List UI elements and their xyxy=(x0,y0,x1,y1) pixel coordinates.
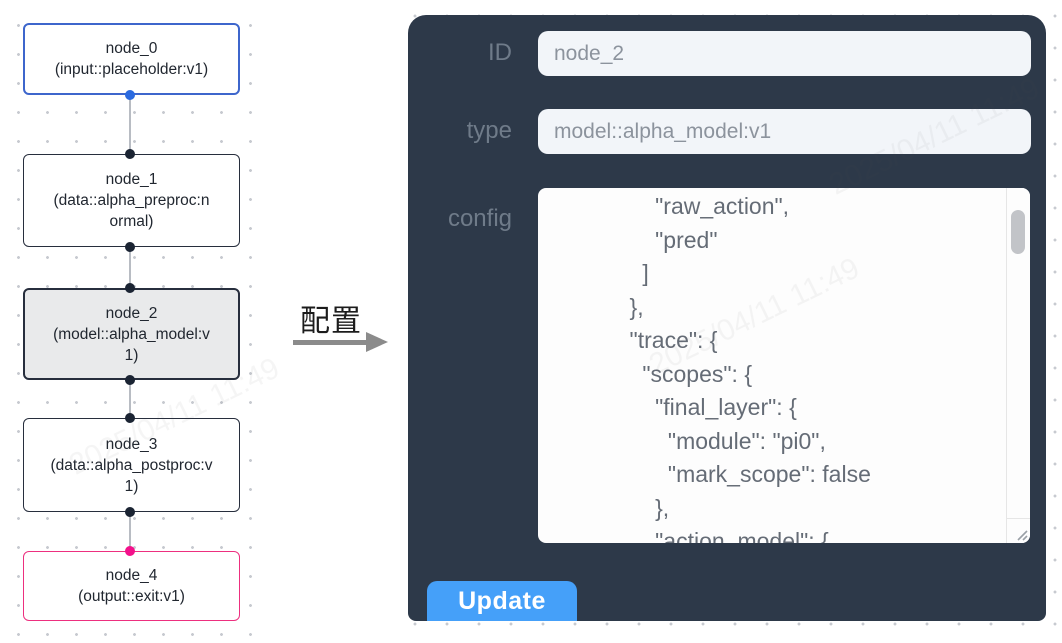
type-input[interactable] xyxy=(538,109,1031,154)
handle-node2-target[interactable] xyxy=(125,283,135,293)
handle-node4-target[interactable] xyxy=(125,546,135,556)
flow-node-node_0[interactable]: node_0 (input::placeholder:v1) xyxy=(23,23,240,95)
id-field-label: ID xyxy=(488,39,512,66)
config-field-label: config xyxy=(447,205,512,232)
edge-node2-node3 xyxy=(129,380,131,418)
node-subtitle: (model::alpha_model:v1) xyxy=(53,325,210,364)
arrow-right-icon xyxy=(293,340,367,345)
handle-node3-source[interactable] xyxy=(125,507,135,517)
node-subtitle: (output::exit:v1) xyxy=(78,588,185,605)
edge-node3-node4 xyxy=(129,512,131,551)
arrow-head-icon xyxy=(366,332,388,352)
flow-node-node_4[interactable]: node_4 (output::exit:v1) xyxy=(23,551,240,621)
config-json-text: "raw_action", "pred" ] }, "trace": { "sc… xyxy=(629,193,871,543)
edge-node0-node1 xyxy=(129,95,131,154)
flow-node-node_3[interactable]: node_3 (data::alpha_postproc:v1) xyxy=(23,418,240,512)
resize-grip-icon[interactable] xyxy=(1014,527,1029,542)
scrollbar-corner xyxy=(1006,518,1030,543)
node-title: node_2 xyxy=(105,304,158,322)
handle-node1-target[interactable] xyxy=(125,149,135,159)
id-input[interactable] xyxy=(538,31,1031,76)
edge-node1-node2 xyxy=(129,247,131,288)
scrollbar-thumb[interactable] xyxy=(1011,210,1025,254)
vertical-scrollbar[interactable] xyxy=(1006,188,1030,519)
node-config-panel: ID type config "raw_action", "pred" ] },… xyxy=(408,15,1046,621)
handle-node3-target[interactable] xyxy=(125,413,135,423)
node-title: node_3 xyxy=(105,435,158,453)
node-title: node_1 xyxy=(105,171,158,188)
flow-node-node_2[interactable]: node_2 (model::alpha_model:v1) xyxy=(23,288,240,380)
node-title: node_0 xyxy=(105,40,158,57)
config-editor[interactable]: "raw_action", "pred" ] }, "trace": { "sc… xyxy=(538,188,1030,543)
node-subtitle: (data::alpha_preproc:normal) xyxy=(53,192,210,230)
handle-node2-source[interactable] xyxy=(125,375,135,385)
annotation-label: 配置 xyxy=(300,305,362,338)
handle-node1-source[interactable] xyxy=(125,242,135,252)
pipeline-canvas: node_0 (input::placeholder:v1) node_1 (d… xyxy=(0,0,272,643)
config-canvas: ID type config "raw_action", "pred" ] },… xyxy=(394,0,1062,643)
node-subtitle: (input::placeholder:v1) xyxy=(54,61,209,78)
node-title: node_4 xyxy=(105,567,158,584)
update-button[interactable]: Update xyxy=(427,581,577,621)
config-annotation: 配置 xyxy=(288,296,398,358)
flow-node-node_1[interactable]: node_1 (data::alpha_preproc:normal) xyxy=(23,154,240,247)
type-field-label: type xyxy=(466,117,512,144)
handle-node0-source[interactable] xyxy=(125,90,135,100)
node-subtitle: (data::alpha_postproc:v1) xyxy=(50,456,213,495)
